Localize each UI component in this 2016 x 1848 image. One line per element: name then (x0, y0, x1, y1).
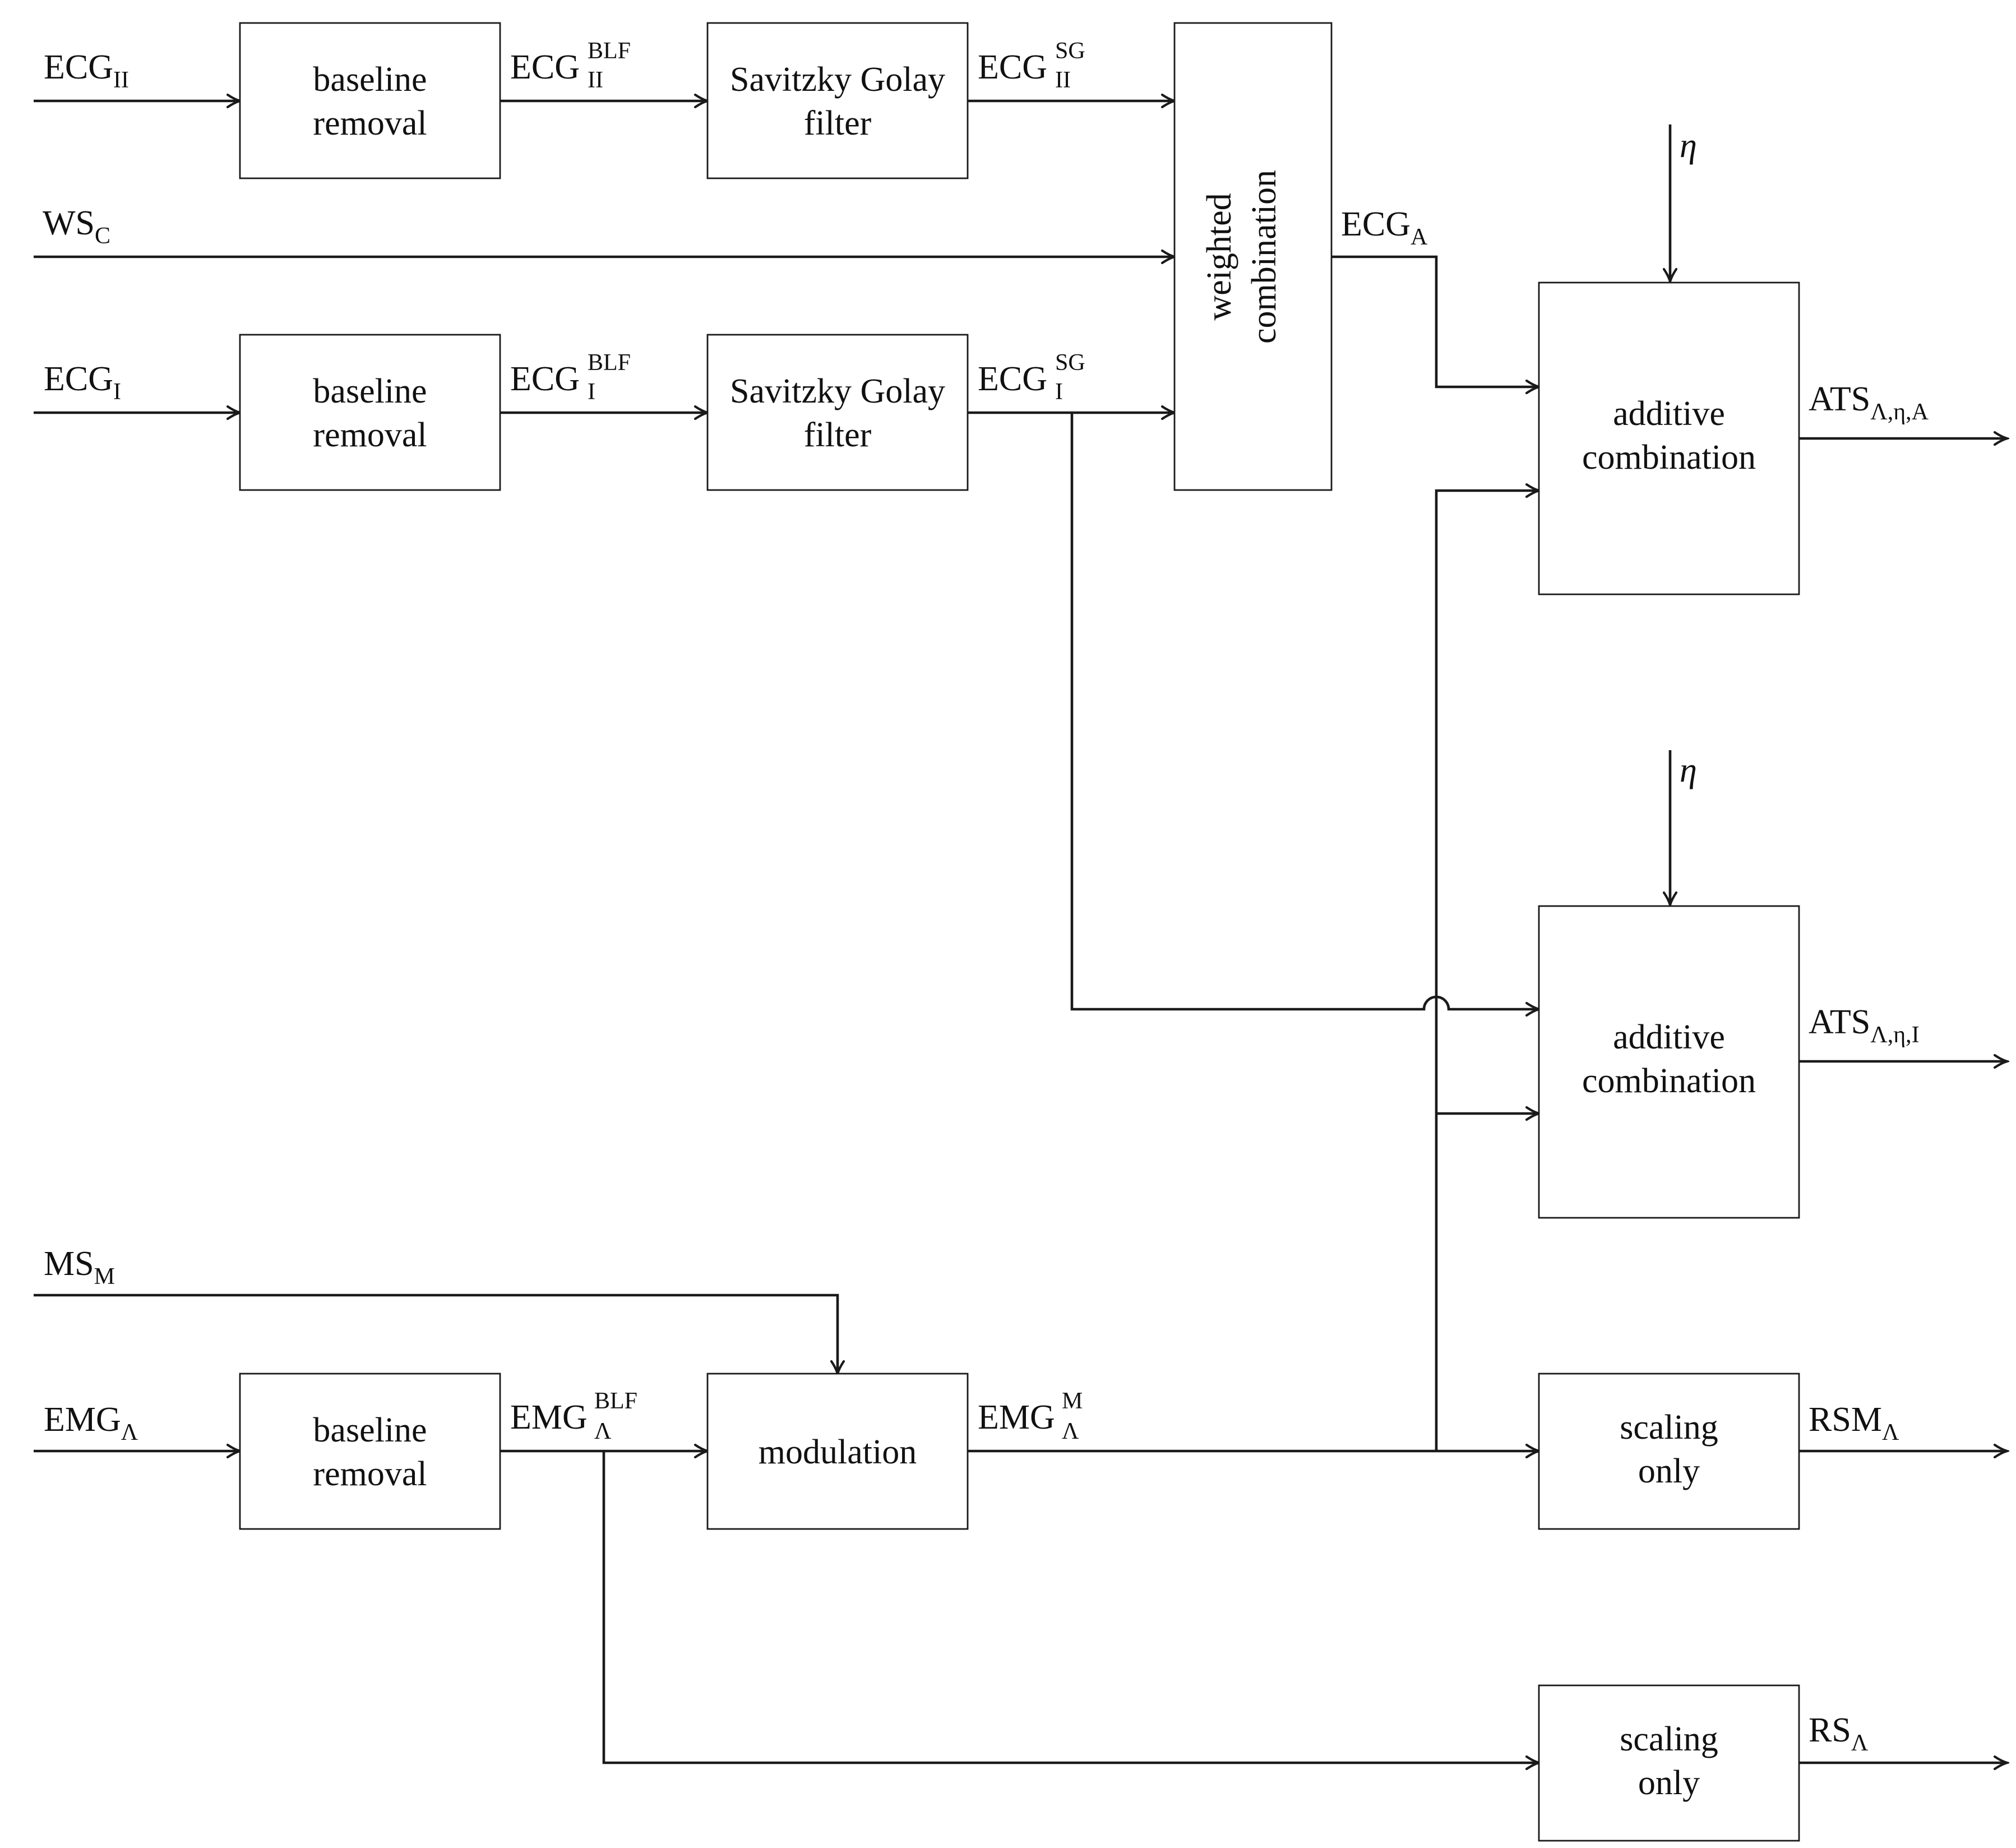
signal-base: ECG (44, 48, 113, 86)
signal-sub: I (588, 379, 595, 405)
wire-ecg-i-sg-branch (1070, 413, 1539, 1009)
block-label-line: only (1638, 1764, 1700, 1802)
signal-label-ecg-i: ECGI (44, 360, 121, 405)
signal-label-ecg-ii-sg: ECG II SG (978, 38, 1085, 93)
signal-sub: II (588, 67, 603, 93)
block-label-line: baseline (313, 61, 427, 99)
block-label-line: filter (804, 104, 872, 142)
signal-base: ECG (978, 48, 1047, 86)
block-savitzky-golay-i: Savitzky Golay filter (706, 334, 969, 491)
signal-sub: Λ (594, 1419, 612, 1444)
signal-sup: BLF (594, 1388, 637, 1414)
block-label-line: additive (1613, 395, 1725, 433)
signal-base: MS (44, 1245, 94, 1283)
block-baseline-removal-i: baseline removal (239, 334, 501, 491)
signal-base: ECG (44, 360, 113, 398)
signal-label-eta-top: η (1680, 127, 1697, 165)
block-label-line: Savitzky Golay (730, 372, 945, 410)
signal-sub: II (113, 67, 129, 93)
signal-sup: BLF (588, 38, 631, 64)
signal-sub: I (113, 379, 121, 405)
wire-ms-m (34, 1293, 838, 1374)
signal-label-ws-c: WSC (43, 204, 110, 249)
signal-sup: BLF (588, 350, 631, 376)
block-label-line: scaling (1620, 1720, 1718, 1758)
wire-ecg-a (1331, 255, 1539, 387)
signal-label-emg: EMGΛ (44, 1401, 138, 1445)
block-label-line: scaling (1620, 1408, 1718, 1447)
block-label-line: only (1638, 1452, 1700, 1490)
signal-sup: SG (1055, 38, 1085, 64)
signal-base: EMG (978, 1398, 1055, 1436)
signal-base: η (1680, 127, 1697, 165)
block-label-line: baseline (313, 372, 427, 410)
block-label-line: removal (313, 1455, 427, 1493)
block-scaling-only-rs: scaling only (1538, 1684, 1800, 1842)
signal-sub: A (1411, 224, 1428, 250)
signal-base: η (1680, 751, 1697, 789)
block-baseline-removal-emg: baseline removal (239, 1373, 501, 1530)
signal-base: RS (1809, 1711, 1851, 1749)
signal-base: ECG (510, 360, 580, 398)
wire-emg-blf-branch (602, 1451, 1539, 1763)
signal-sub: Λ,η,A (1870, 399, 1929, 425)
signal-label-ecg-ii: ECGII (44, 48, 129, 93)
block-label-line: combination (1582, 438, 1756, 477)
block-modulation: modulation (706, 1373, 969, 1530)
signal-sub: II (1055, 67, 1071, 93)
signal-base: WS (43, 204, 95, 242)
block-label-line: Savitzky Golay (730, 61, 945, 99)
signal-base: ATS (1809, 1003, 1870, 1041)
signal-label-ats-a: ATSΛ,η,A (1809, 380, 1929, 425)
block-label-line: combination (1245, 170, 1283, 344)
signal-label-rs: RSΛ (1809, 1711, 1869, 1756)
block-weighted-combination: weighted combination (1173, 22, 1333, 491)
signal-sub: Λ (1851, 1730, 1869, 1756)
signal-base: ECG (978, 360, 1047, 398)
signal-label-ecg-i-blf: ECG I BLF (510, 350, 631, 405)
block-label-line: baseline (313, 1411, 427, 1449)
block-additive-combination-i: additive combination (1538, 905, 1800, 1219)
signal-label-eta-mid: η (1680, 751, 1697, 789)
signal-base: RSM (1809, 1401, 1882, 1439)
signal-label-ecg-i-sg: ECG I SG (978, 350, 1085, 405)
signal-label-ecg-a: ECGA (1341, 205, 1428, 250)
signal-sub: Λ (1062, 1419, 1079, 1444)
block-label-line: modulation (759, 1433, 917, 1471)
block-savitzky-golay-ii: Savitzky Golay filter (706, 22, 969, 179)
signal-sup: SG (1055, 350, 1085, 376)
signal-base: EMG (510, 1398, 588, 1436)
signal-sub: M (94, 1264, 115, 1290)
connections (34, 101, 2007, 1763)
signal-base: ECG (1341, 205, 1411, 243)
signal-sub: C (95, 223, 110, 249)
block-label-line: filter (804, 416, 872, 454)
block-additive-combination-a: additive combination (1538, 281, 1800, 595)
signal-label-rsm: RSMΛ (1809, 1401, 1899, 1445)
signal-label-ats-i: ATSΛ,η,I (1809, 1003, 1920, 1048)
signal-sub: Λ (1882, 1420, 1899, 1445)
wire-emg-m-bus (1435, 491, 1539, 1451)
block-label-line: additive (1613, 1018, 1725, 1056)
block-scaling-only-rsm: scaling only (1538, 1373, 1800, 1530)
block-label-line: removal (313, 104, 427, 142)
signal-sub: I (1055, 379, 1063, 405)
signal-label-ms-m: MSM (44, 1245, 115, 1290)
block-label-line: weighted (1200, 193, 1238, 320)
block-label-line: combination (1582, 1062, 1756, 1100)
signal-sub: Λ (121, 1420, 138, 1445)
block-label-line: removal (313, 416, 427, 454)
signal-label-emg-m: EMG ΛM (978, 1388, 1083, 1444)
signal-base: ECG (510, 48, 580, 86)
signal-sup: M (1062, 1388, 1083, 1414)
block-baseline-removal-ii: baseline removal (239, 22, 501, 179)
signal-base: EMG (44, 1401, 121, 1439)
signal-label-ecg-ii-blf: ECG II BLF (510, 38, 631, 93)
signal-sub: Λ,η,I (1870, 1022, 1919, 1048)
signal-base: ATS (1809, 380, 1870, 418)
